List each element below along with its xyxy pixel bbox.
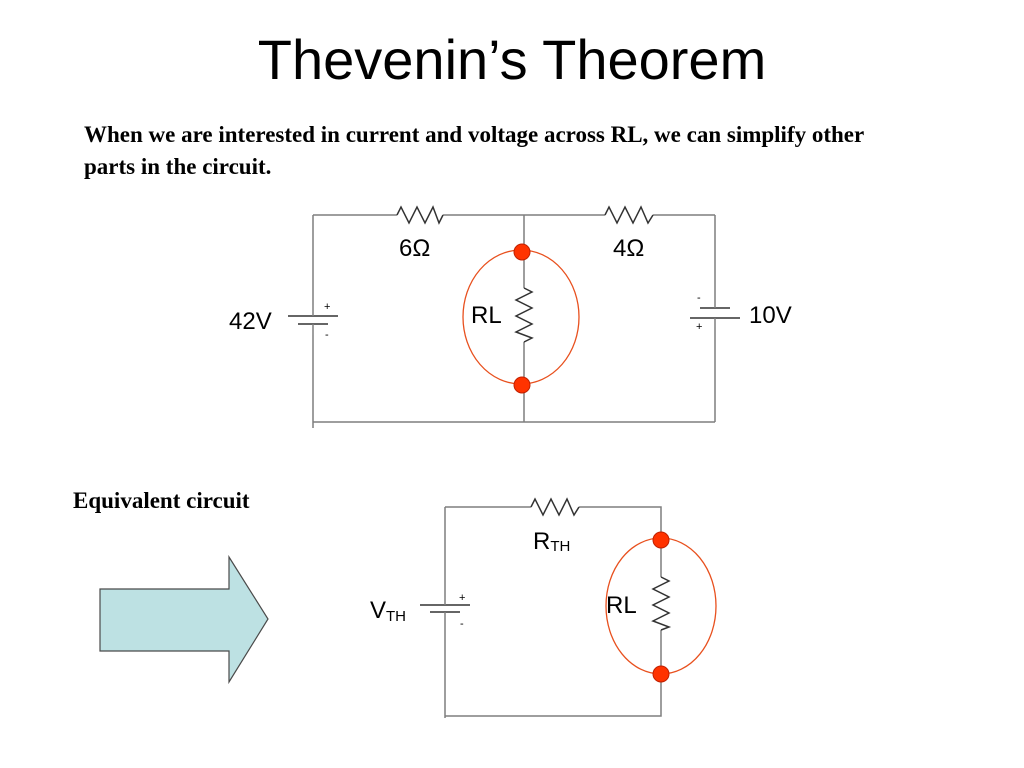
wire-c2-bottom [445, 630, 662, 717]
resistor-6ohm [396, 205, 444, 225]
battery-vth-plus: + [459, 592, 465, 604]
battery-10v-minus: - [697, 292, 701, 304]
equivalent-circuit-label: Equivalent circuit [73, 488, 250, 513]
circuit-2 [420, 497, 717, 718]
resistor-rth [530, 497, 580, 517]
r2-label: 4Ω [613, 235, 644, 262]
source-left-label: 42V [229, 308, 272, 335]
resistor-rl-2 [651, 576, 672, 631]
node-c2-bottom [652, 665, 670, 683]
rl-label: RL [471, 302, 502, 329]
circuit-1 [288, 205, 740, 428]
resistor-rl [514, 287, 534, 343]
source-right-label: 10V [749, 302, 792, 329]
rth-main: R [533, 528, 550, 555]
wire-c2-top [445, 506, 662, 577]
resistor-4ohm [604, 205, 654, 225]
battery-vth-minus: - [460, 618, 464, 630]
r1-label: 6Ω [399, 235, 430, 262]
battery-42v-minus: - [325, 329, 329, 341]
vth-main: V [370, 597, 386, 624]
right-arrow-icon [99, 554, 269, 685]
battery-10v-plus: + [696, 321, 702, 333]
intro-text: When we are interested in current and vo… [84, 122, 864, 179]
slide-title: Thevenin’s Theorem [257, 28, 767, 91]
rth-sub: TH [550, 538, 570, 555]
vth-sub: TH [386, 608, 406, 625]
node-top [513, 243, 531, 261]
node-bottom [513, 376, 531, 394]
rl-label-2: RL [606, 592, 637, 619]
rth-label: RTH [533, 528, 570, 555]
node-c2-top [652, 531, 670, 549]
vth-label: VTH [370, 597, 406, 625]
battery-42v-plus: + [324, 301, 330, 313]
